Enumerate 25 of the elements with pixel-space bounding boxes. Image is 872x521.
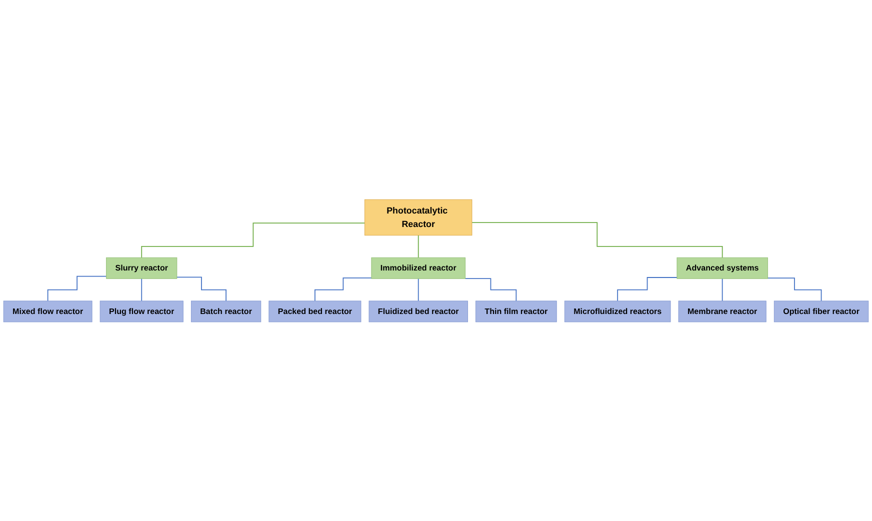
- node-box: Slurry reactor: [106, 257, 178, 279]
- node-box: Fluidized bed reactor: [368, 300, 468, 322]
- connector: [722, 278, 723, 302]
- node-box: Mixed flow reactor: [3, 300, 92, 322]
- node-box: Optical fiber reactor: [774, 300, 869, 322]
- connector: [47, 276, 107, 302]
- node-box: Thin film reactor: [476, 300, 557, 322]
- node-box: Membrane reactor: [678, 300, 766, 322]
- connector: [141, 222, 366, 258]
- node-box: Plug flow reactor: [100, 300, 184, 322]
- node-box: Photocatalytic Reactor: [364, 199, 472, 236]
- connector: [472, 222, 723, 258]
- node-box: Batch reactor: [190, 300, 262, 322]
- connector: [418, 234, 419, 258]
- node-box: Packed bed reactor: [268, 300, 362, 322]
- connector: [418, 278, 419, 302]
- connector: [767, 277, 822, 302]
- connector: [464, 278, 517, 302]
- connector: [176, 276, 226, 302]
- node-box: Microfluidized reactors: [564, 300, 671, 322]
- connector: [141, 278, 142, 302]
- connector: [617, 276, 678, 302]
- connector: [314, 277, 372, 302]
- node-box: Advanced systems: [676, 257, 768, 279]
- node-box: Immobilized reactor: [371, 257, 466, 279]
